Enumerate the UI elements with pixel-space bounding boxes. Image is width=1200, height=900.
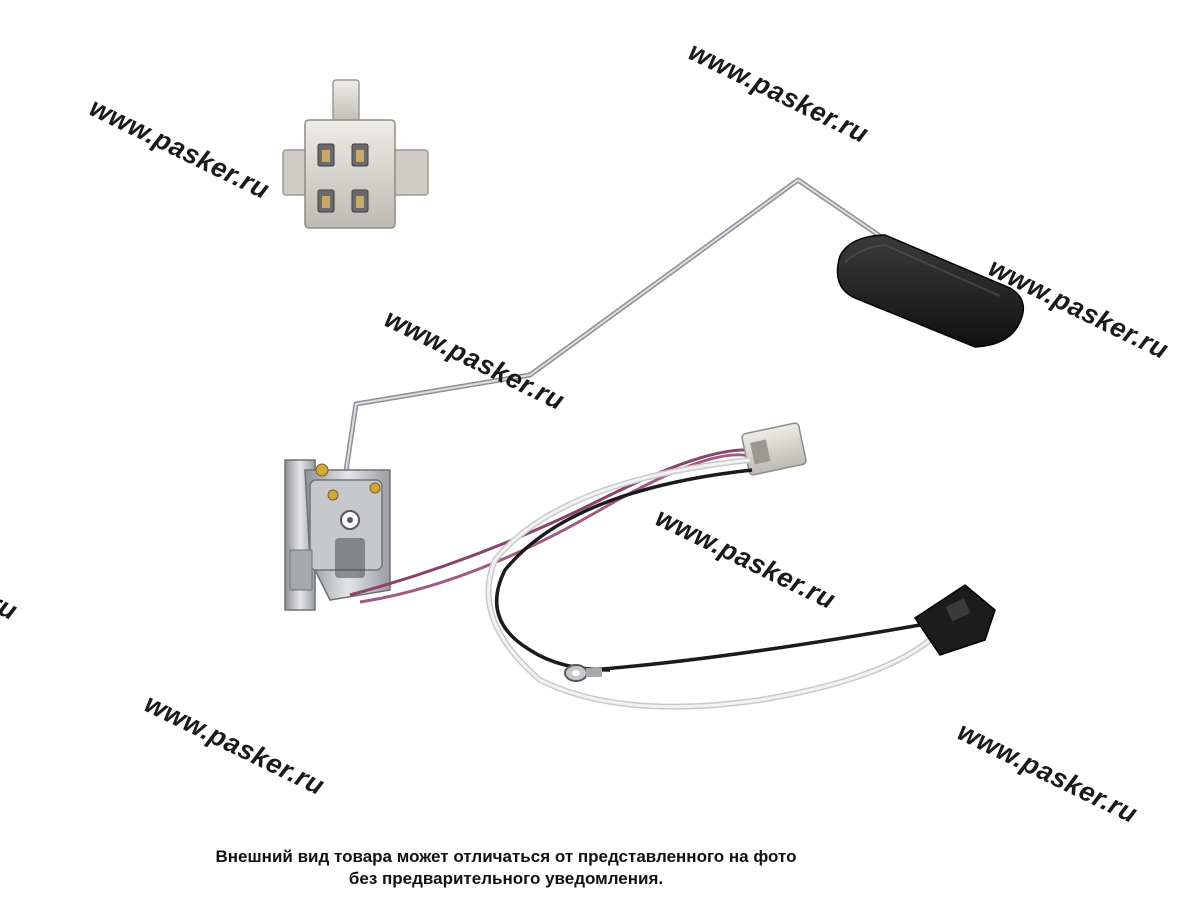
wire-white: [485, 457, 932, 710]
ring-terminal: [564, 664, 602, 682]
wire-purple-b: [359, 453, 763, 604]
wire-black: [494, 468, 753, 672]
sender-unit: [284, 459, 391, 611]
disclaimer-line-1: Внешний вид товара может отличаться от п…: [215, 847, 797, 866]
wire-purple-a: [349, 448, 761, 597]
small-connector: [741, 422, 807, 476]
disclaimer-line-2: без предварительного уведомления.: [348, 869, 664, 888]
connector-closeup: [282, 79, 429, 229]
float: [836, 234, 1025, 348]
black-connector: [913, 584, 996, 656]
disclaimer: Внешний вид товара может отличаться от п…: [0, 846, 1012, 890]
